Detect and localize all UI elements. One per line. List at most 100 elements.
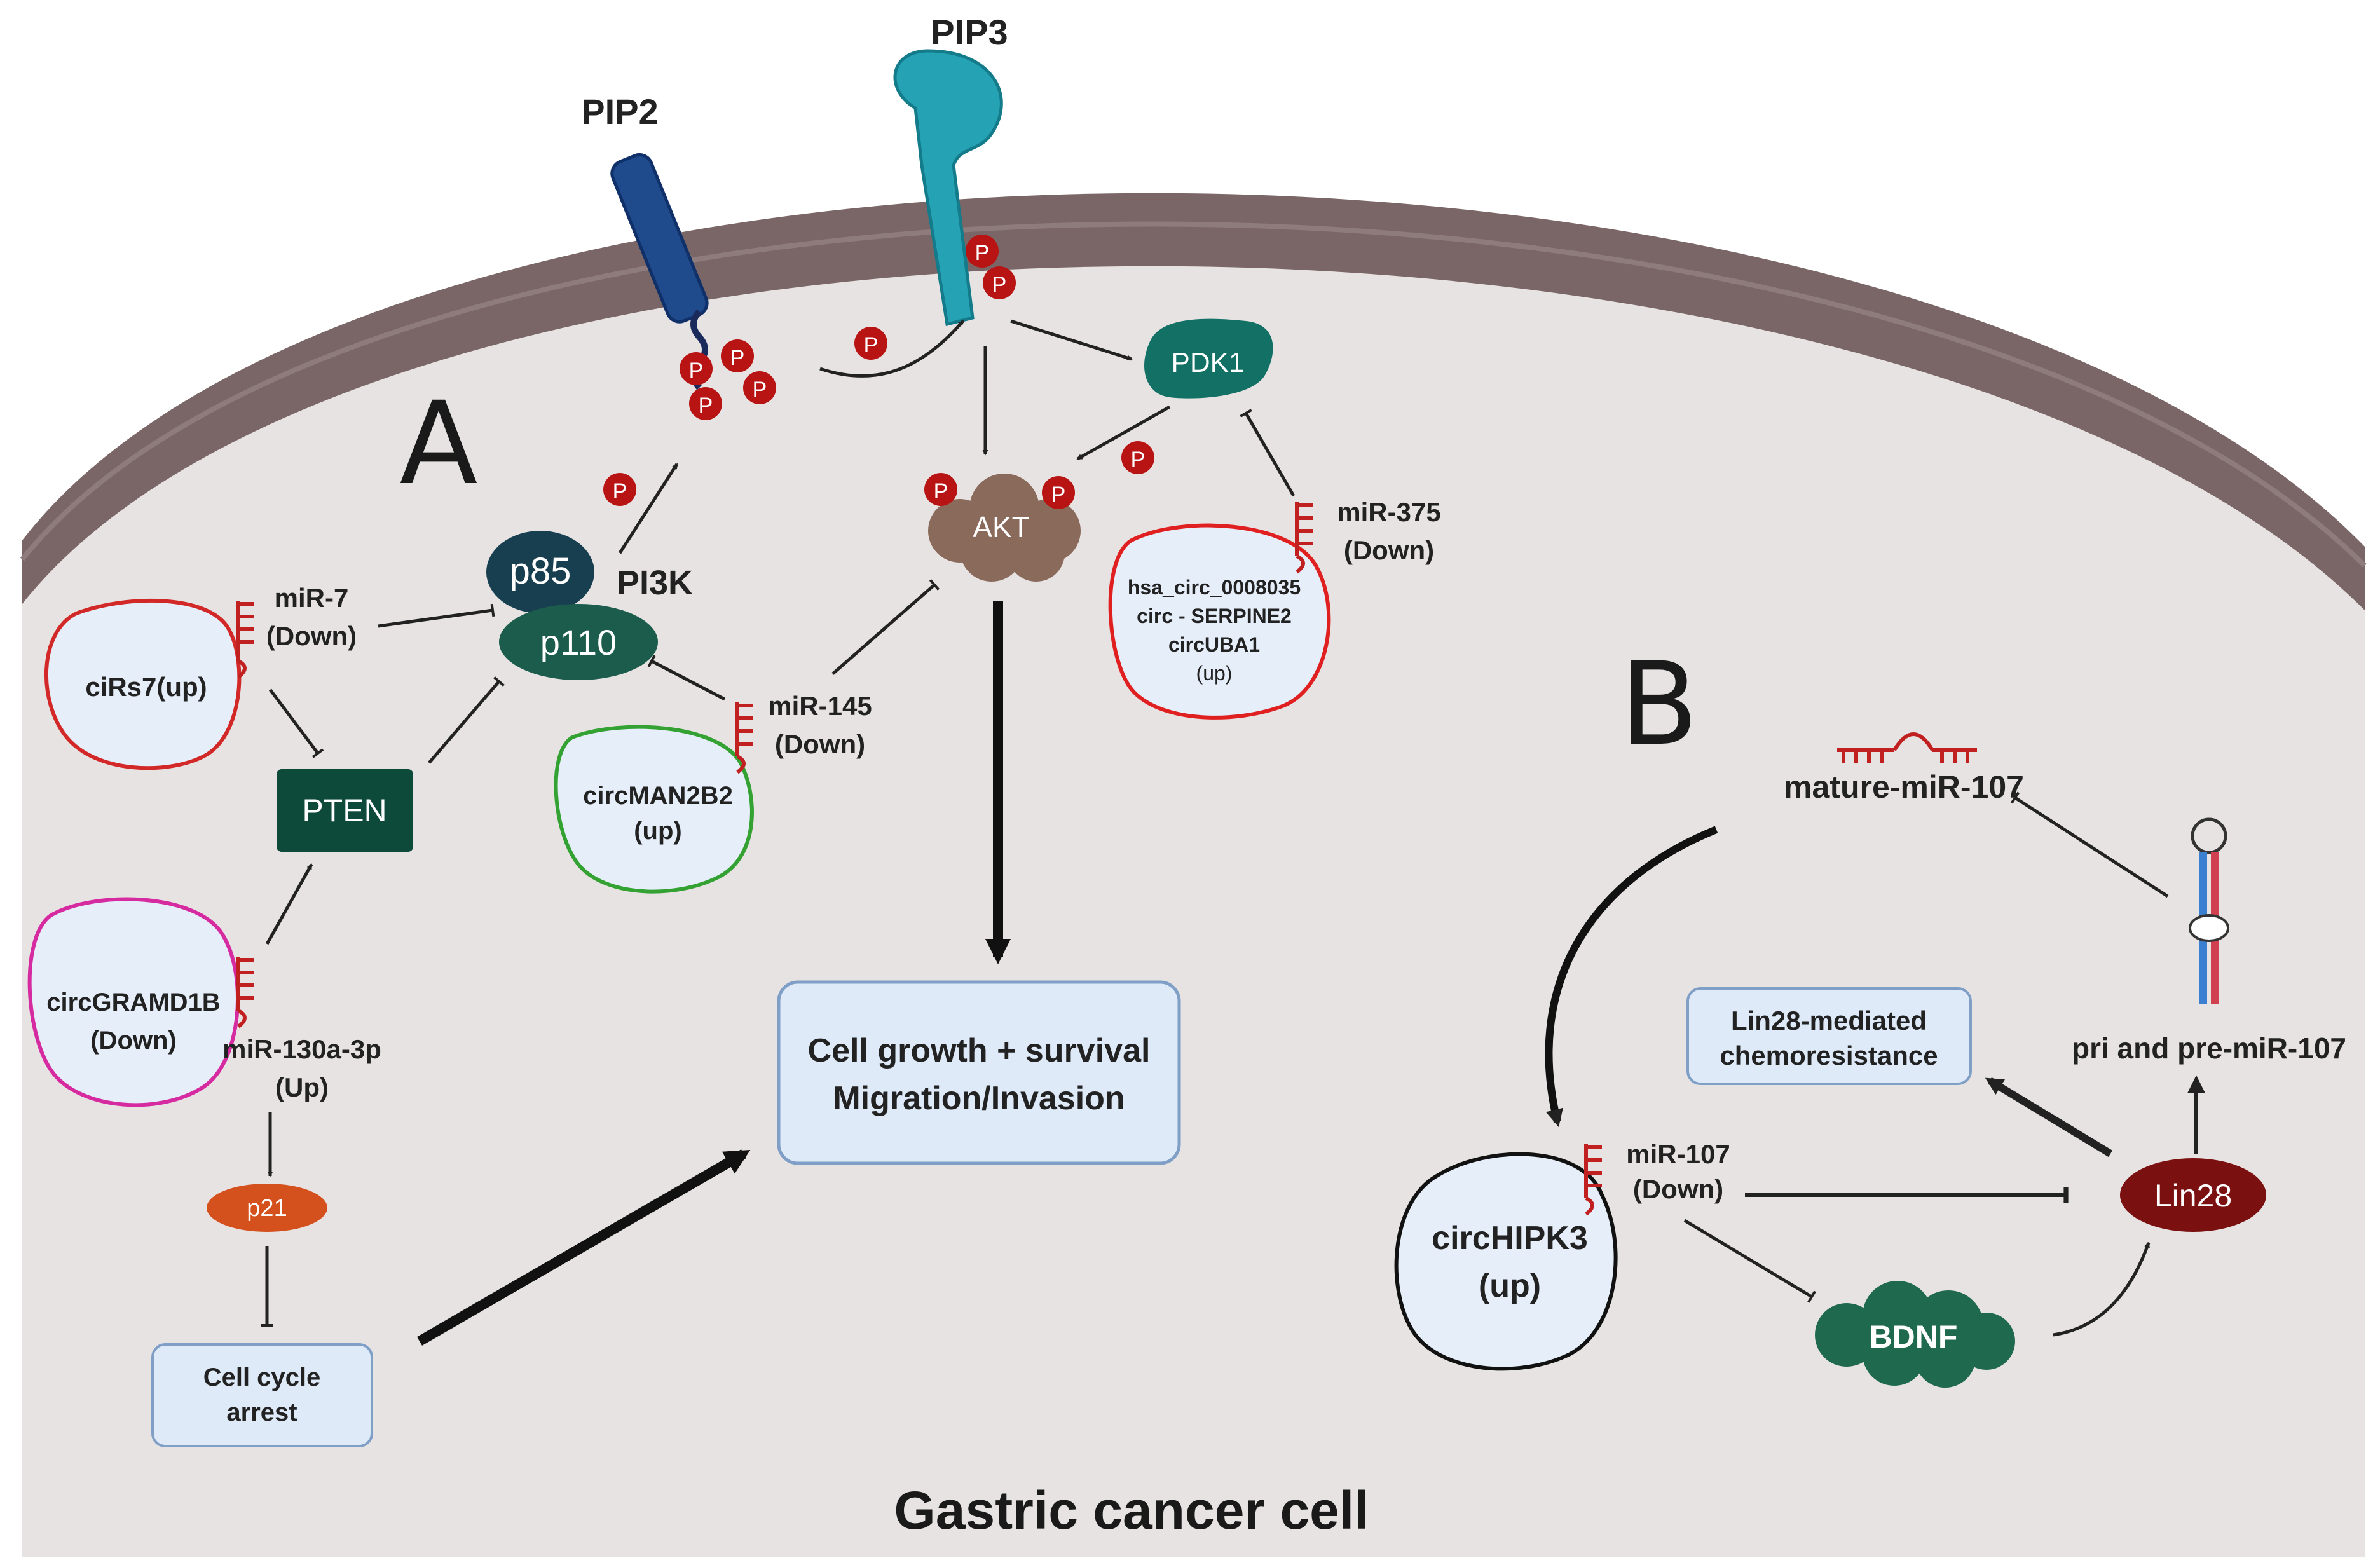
inhibit-cirs7-pten [269, 688, 324, 758]
circgramd1b-circle [27, 897, 240, 1107]
circman2b2-name: circMAN2B2 [583, 782, 733, 810]
inhibit-mir145-akt [831, 579, 940, 675]
mir375-name: miR-375 [1337, 497, 1440, 527]
arrow-pdk1-akt [1076, 405, 1171, 461]
mir130-status: (Up) [275, 1072, 329, 1102]
arrow-lin28-chemo [1985, 1077, 2113, 1158]
p85-subunit [486, 531, 594, 613]
outcome-box [777, 980, 1181, 1165]
svg-text:P: P [699, 393, 713, 418]
mir107-name: miR-107 [1626, 1139, 1730, 1169]
inhibit-pri-mature [2010, 791, 2169, 898]
akt-cloud [928, 474, 1081, 582]
circgramd1b-name: circGRAMD1B [46, 988, 220, 1016]
p85-label: p85 [510, 550, 571, 592]
bdnf-cloud [1815, 1281, 2015, 1388]
mir7-hairpin [236, 601, 254, 679]
inhibit-mir107-bdnf [1683, 1219, 1816, 1303]
bdnf-label: BDNF [1870, 1319, 1958, 1355]
pdk1-shape [1144, 318, 1273, 399]
pdk1-label: PDK1 [1172, 347, 1245, 378]
pten-box [277, 769, 413, 852]
mir145-status: (Down) [775, 729, 865, 759]
mir7-status: (Down) [266, 621, 357, 651]
chemoresistance-box [1686, 987, 1972, 1085]
mature-mir107-hairpin [1837, 732, 1977, 763]
circ-group-status: (up) [1196, 662, 1233, 685]
panel-b-label: B [1620, 638, 1699, 771]
mir130-name: miR-130a-3p [222, 1034, 381, 1064]
arrow-pip3-pdk1 [1010, 319, 1133, 361]
pten-label: PTEN [302, 793, 386, 828]
circman2b2-circle [554, 725, 754, 894]
outcome-line1: Cell growth + survival [808, 1032, 1151, 1069]
outcome-line2: Migration/Invasion [833, 1080, 1125, 1117]
arrest-line1: Cell cycle [203, 1363, 321, 1391]
svg-text:P: P [613, 479, 627, 503]
circhipk3-name: circHIPK3 [1432, 1220, 1588, 1257]
mir375-hairpin [1295, 502, 1313, 574]
circ-group-line3: circUBA1 [1168, 633, 1260, 656]
arrow-mir130-pten [265, 863, 313, 945]
p110-label: p110 [540, 622, 617, 662]
circhipk3-status: (up) [1479, 1268, 1541, 1304]
chemo-line2: chemoresistance [1720, 1041, 1938, 1070]
inhibit-pten-p110 [428, 676, 505, 764]
circ-group-line1: hsa_circ_0008035 [1128, 576, 1301, 599]
lin28-shape [2120, 1158, 2266, 1232]
arrow-bdnf-lin28 [2053, 1241, 2151, 1337]
arrow-pi3k-pip2 [618, 463, 679, 554]
mature-mir107-label: mature-miR-107 [1784, 769, 2024, 805]
akt-label: AKT [973, 510, 1029, 543]
pip3-label: PIP3 [931, 12, 1008, 52]
phosphate-group-pip3: P P [966, 235, 1016, 299]
svg-text:P: P [1051, 482, 1066, 507]
mir130-hairpin [236, 957, 254, 1029]
p21-label: p21 [247, 1195, 287, 1222]
svg-text:P: P [753, 378, 767, 402]
phosphate-transfer: P [819, 320, 964, 378]
svg-text:P: P [992, 273, 1007, 297]
figure-caption: Gastric cancer cell [894, 1480, 1369, 1540]
mir145-hairpin [735, 702, 753, 774]
svg-text:P: P [934, 479, 948, 503]
arrest-line2: arrest [226, 1398, 297, 1426]
lin28-label: Lin28 [2154, 1178, 2232, 1213]
inhibit-mir145-p110 [647, 655, 726, 701]
circ-group-line2: circ - SERPINE2 [1137, 605, 1292, 627]
pip3-receptor [893, 49, 1003, 327]
p110-subunit [499, 604, 658, 680]
phosphate-group-pip2: P P P P [680, 339, 776, 420]
circ-group-circle [1108, 523, 1331, 720]
arrow-arrest-outcome [416, 1149, 751, 1346]
svg-text:P: P [975, 241, 990, 265]
svg-text:P: P [864, 333, 879, 357]
pip2-label: PIP2 [581, 92, 658, 132]
svg-text:P: P [689, 359, 704, 383]
mir107-status: (Down) [1633, 1174, 1723, 1204]
pri-pre-mir107-label: pri and pre-miR-107 [2072, 1032, 2346, 1065]
mir145-name: miR-145 [768, 691, 872, 721]
panel-a-label: A [399, 378, 477, 510]
svg-text:P: P [1131, 448, 1146, 472]
phosphate-group-akt: P P P [924, 441, 1154, 509]
arrow-mature-circhipk3 [1545, 826, 1718, 1128]
circman2b2-status: (up) [634, 817, 682, 845]
mir375-status: (Down) [1344, 535, 1434, 565]
chemo-line1: Lin28-mediated [1731, 1006, 1927, 1035]
inhibit-mir375-pdk1 [1240, 409, 1296, 497]
p21-shape [207, 1184, 327, 1232]
mir7-name: miR-7 [275, 583, 349, 613]
circhipk3-circle [1394, 1152, 1618, 1371]
pri-pre-mir107-hairpin [2189, 817, 2229, 1004]
svg-text:P: P [730, 346, 745, 370]
pi3k-label: PI3K [617, 564, 693, 602]
circgramd1b-status: (Down) [90, 1027, 177, 1055]
cell-cycle-arrest-box [151, 1343, 373, 1447]
cirs7-circle [44, 598, 242, 770]
cirs7-label: ciRs7(up) [85, 672, 207, 702]
mir107-hairpin [1584, 1144, 1602, 1216]
inhibit-mir7-p110 [378, 603, 495, 628]
cytoplasm [22, 266, 2365, 1557]
